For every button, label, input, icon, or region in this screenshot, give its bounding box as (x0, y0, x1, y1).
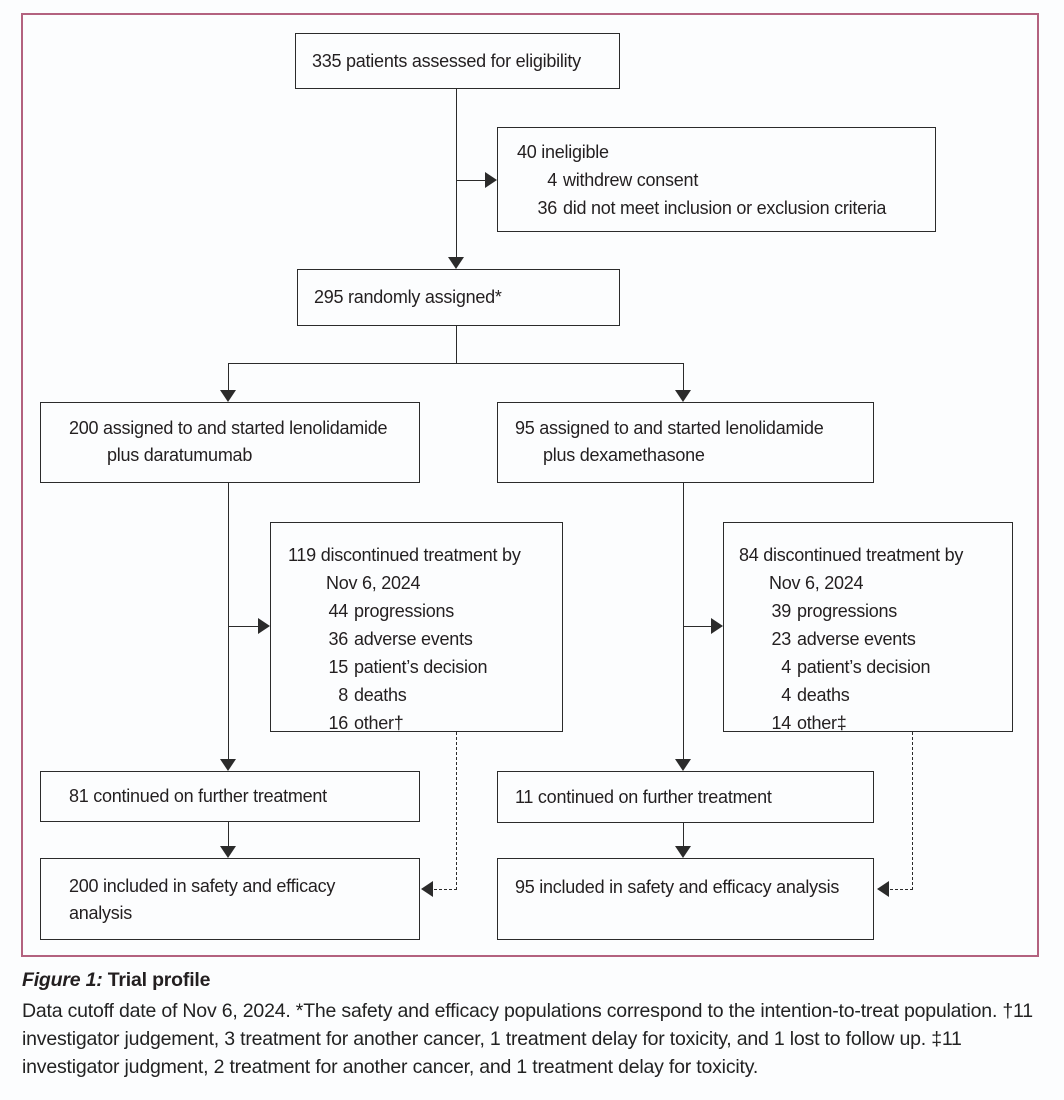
box-text: 295 randomly assigned* (314, 287, 502, 307)
box-discontinued-dexamethasone: 84 discontinued treatment by Nov 6, 2024… (723, 522, 1013, 733)
connector-continued-to-analysis-daratumumab (228, 822, 229, 846)
box-line: 4 deaths (739, 681, 1006, 709)
box-line: analysis (69, 903, 133, 923)
count: 36 (328, 629, 348, 649)
box-line: Nov 6, 2024 (326, 573, 421, 593)
box-line: 36 adverse events (288, 625, 556, 653)
box-line: 39 progressions (739, 597, 1006, 625)
count: 4 (781, 657, 791, 677)
box-continued-daratumumab: 81 continued on further treatment (40, 771, 420, 822)
box-line: 8 deaths (288, 681, 556, 709)
count: 8 (338, 685, 348, 705)
connector-to-discontinued-dexamethasone (684, 626, 711, 627)
box-line: Nov 6, 2024 (769, 573, 864, 593)
reason: progressions (354, 601, 455, 621)
box-discontinued-daratumumab: 119 discontinued treatment by Nov 6, 202… (270, 522, 563, 733)
reason: adverse events (797, 629, 916, 649)
box-text: 335 patients assessed for eligibility (312, 50, 581, 71)
box-line: 84 discontinued treatment by (739, 545, 964, 565)
box-analysis-daratumumab: 200 included in safety and efficacy anal… (40, 858, 420, 940)
arrowhead-down-icon (220, 759, 236, 771)
box-continued-dexamethasone: 11 continued on further treatment (497, 771, 874, 823)
reason: did not meet inclusion or exclusion crit… (563, 198, 887, 218)
count: 39 (771, 601, 791, 621)
arrowhead-left-icon (877, 881, 889, 897)
dashed-connector-into-analysis-dexamethasone (890, 889, 913, 890)
box-line: 36 did not meet inclusion or exclusion c… (517, 194, 925, 222)
box-randomly-assigned: 295 randomly assigned* (297, 269, 620, 326)
box-line: 119 discontinued treatment by (288, 545, 521, 565)
arrowhead-left-icon (421, 881, 433, 897)
reason: other‡ (797, 713, 847, 733)
arrowhead-down-icon (675, 846, 691, 858)
reason: deaths (354, 685, 407, 705)
arrowhead-right-icon (711, 618, 723, 634)
box-arm-daratumumab: 200 assigned to and started lenolidamide… (40, 402, 420, 483)
box-line: plus daratumumab (107, 445, 253, 465)
reason: progressions (797, 601, 898, 621)
box-line: 200 included in safety and efficacy (69, 876, 336, 896)
box-arm-dexamethasone: 95 assigned to and started lenolidamide … (497, 402, 874, 483)
dashed-connector-discontinued-to-analysis-dexamethasone (912, 732, 913, 890)
box-line: 14 other‡ (739, 709, 1006, 737)
figure-label: Figure 1: (22, 969, 103, 991)
box-line: 15 patient’s decision (288, 653, 556, 681)
box-line: 23 adverse events (739, 625, 1006, 653)
arrowhead-right-icon (258, 618, 270, 634)
box-assessed-for-eligibility: 335 patients assessed for eligibility (295, 33, 620, 89)
count: 15 (328, 657, 348, 677)
count: 36 (537, 198, 557, 218)
box-analysis-dexamethasone: 95 included in safety and efficacy analy… (497, 858, 874, 940)
connector-split-to-arm-daratumumab (228, 363, 229, 391)
connector-randomized-to-split (456, 326, 457, 364)
arrowhead-down-icon (675, 759, 691, 771)
box-text: 81 continued on further treatment (69, 786, 327, 806)
figure-title-text: Trial profile (102, 969, 211, 991)
connector-to-ineligible (457, 180, 486, 181)
dashed-connector-discontinued-to-analysis-daratumumab (456, 732, 457, 890)
count: 23 (771, 629, 791, 649)
reason: withdrew consent (563, 170, 699, 190)
arrowhead-right-icon (485, 172, 497, 188)
arrowhead-down-icon (220, 846, 236, 858)
arrowhead-down-icon (220, 390, 236, 402)
dashed-connector-into-analysis-daratumumab (434, 889, 457, 890)
figure-title: Figure 1: Trial profile (22, 969, 210, 992)
arrowhead-down-icon (448, 257, 464, 269)
arrowhead-down-icon (675, 390, 691, 402)
box-line: 4 patient’s decision (739, 653, 1006, 681)
connector-to-discontinued-daratumumab (229, 626, 258, 627)
count: 16 (328, 713, 348, 733)
box-line: 40 ineligible (517, 142, 609, 162)
box-text: 11 continued on further treatment (515, 786, 772, 807)
box-line: 44 progressions (288, 597, 556, 625)
connector-split-to-arm-dexamethasone (683, 363, 684, 391)
count: 4 (547, 170, 557, 190)
box-text: 95 included in safety and efficacy analy… (515, 877, 840, 897)
connector-arm-to-continued-dexamethasone (683, 483, 684, 759)
box-ineligible: 40 ineligible 4 withdrew consent 36 did … (497, 127, 936, 232)
box-line: 4 withdrew consent (517, 166, 925, 194)
box-line: 95 assigned to and started lenolidamide (515, 418, 824, 438)
connector-assessed-to-randomized (456, 89, 457, 258)
reason: other† (354, 713, 404, 733)
figure-frame (21, 13, 1039, 957)
count: 4 (781, 685, 791, 705)
reason: patient’s decision (797, 657, 931, 677)
figure-caption: Data cutoff date of Nov 6, 2024. *The sa… (22, 1000, 1033, 1078)
connector-continued-to-analysis-dexamethasone (683, 822, 684, 846)
count: 44 (328, 601, 348, 621)
reason: patient’s decision (354, 657, 488, 677)
connector-split-bar (228, 363, 684, 364)
box-line: 200 assigned to and started lenolidamide (69, 418, 388, 438)
reason: adverse events (354, 629, 473, 649)
count: 14 (771, 713, 791, 733)
box-line: 16 other† (288, 709, 556, 737)
reason: deaths (797, 685, 850, 705)
connector-arm-to-continued-daratumumab (228, 483, 229, 759)
box-line: plus dexamethasone (543, 445, 705, 465)
